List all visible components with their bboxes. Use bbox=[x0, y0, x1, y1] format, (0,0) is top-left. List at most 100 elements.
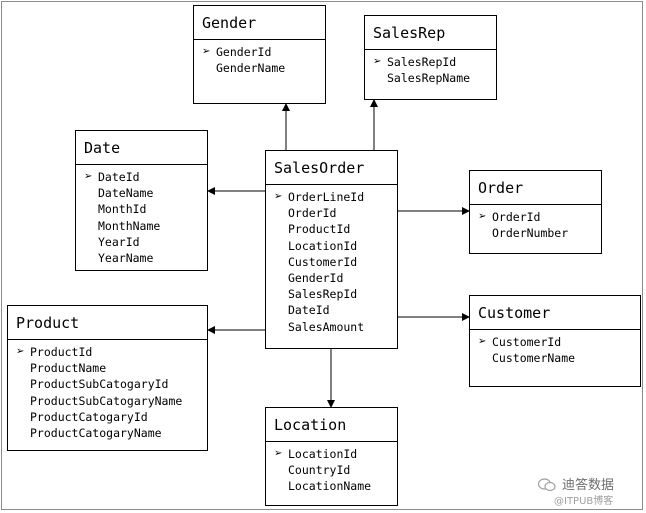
entity-salesorder-title: SalesOrder bbox=[266, 151, 397, 185]
field-name: ProductCatogaryName bbox=[30, 425, 162, 440]
primary-key-field: ➢ OrderId bbox=[470, 209, 601, 225]
wechat-icon bbox=[538, 478, 556, 492]
entity-location-title: Location bbox=[266, 408, 397, 442]
primary-key-arrow-icon: ➢ bbox=[478, 336, 487, 347]
entity-field: CustomerId bbox=[266, 254, 397, 270]
entity-date-title: Date bbox=[76, 131, 207, 165]
entity-field: SalesRepName bbox=[365, 70, 496, 86]
field-name: YearId bbox=[98, 234, 140, 249]
primary-key-arrow-icon: ➢ bbox=[274, 448, 283, 459]
entity-field: LocationId bbox=[266, 238, 397, 254]
field-name: MonthName bbox=[98, 218, 161, 233]
field-name: CustomerId bbox=[492, 335, 562, 349]
entity-field: SalesAmount bbox=[266, 319, 397, 335]
field-name: SalesAmount bbox=[288, 319, 365, 334]
entity-field: ProductSubCatogaryId bbox=[8, 376, 207, 392]
entity-field: OrderNumber bbox=[470, 225, 601, 241]
field-name: LocationId bbox=[288, 238, 358, 253]
entity-field: ProductSubCatogaryName bbox=[8, 393, 207, 409]
field-name: OrderId bbox=[288, 206, 337, 221]
entity-field: CountryId bbox=[266, 462, 397, 478]
entity-field: LocationName bbox=[266, 478, 397, 494]
watermark-name: 迪答数据 bbox=[562, 478, 615, 493]
entity-field: GenderId bbox=[266, 270, 397, 286]
entity-salesrep-title: SalesRep bbox=[365, 16, 496, 50]
primary-key-field: ➢ CustomerId bbox=[470, 334, 640, 350]
field-name: GenderId bbox=[216, 45, 272, 59]
entity-gender-title: Gender bbox=[194, 6, 325, 40]
field-name: ProductId bbox=[30, 345, 93, 359]
entity-field: OrderId bbox=[266, 205, 397, 221]
entity-field: ProductCatogaryName bbox=[8, 425, 207, 441]
primary-key-field: ➢ ProductId bbox=[8, 344, 207, 360]
primary-key-arrow-icon: ➢ bbox=[478, 211, 487, 222]
field-name: MonthId bbox=[98, 202, 147, 217]
field-name: ProductSubCatogaryId bbox=[30, 377, 169, 392]
field-name: YearName bbox=[98, 250, 154, 265]
primary-key-field: ➢ SalesRepId bbox=[365, 54, 496, 70]
watermark-source: @ITPUB博客 bbox=[554, 496, 614, 507]
entity-product-title: Product bbox=[8, 306, 207, 340]
field-name: CustomerName bbox=[492, 351, 576, 366]
entity-customer-title: Customer bbox=[470, 296, 640, 330]
primary-key-arrow-icon: ➢ bbox=[202, 46, 211, 57]
entity-field: SalesRepId bbox=[266, 286, 397, 302]
entity-field: MonthName bbox=[76, 218, 207, 234]
field-name: OrderNumber bbox=[492, 226, 569, 241]
entity-field: ProductName bbox=[8, 360, 207, 376]
field-name: SalesRepName bbox=[387, 71, 471, 86]
field-name: SalesRepId bbox=[387, 55, 457, 69]
field-name: ProductSubCatogaryName bbox=[30, 393, 183, 408]
field-name: CustomerId bbox=[288, 254, 358, 269]
field-name: DateId bbox=[288, 303, 330, 318]
primary-key-arrow-icon: ➢ bbox=[274, 191, 283, 202]
primary-key-field: ➢ DateId bbox=[76, 169, 207, 185]
primary-key-field: ➢ GenderId bbox=[194, 44, 325, 60]
entity-field: ProductId bbox=[266, 221, 397, 237]
field-name: DateName bbox=[98, 186, 154, 201]
primary-key-arrow-icon: ➢ bbox=[16, 346, 25, 357]
field-name: OrderLineId bbox=[288, 190, 365, 204]
entity-field: DateId bbox=[266, 302, 397, 318]
field-name: OrderId bbox=[492, 210, 541, 224]
entity-field: DateName bbox=[76, 185, 207, 201]
watermark: 迪答数据 @ITPUB博客 bbox=[538, 474, 642, 507]
entity-field: ProductCatogaryId bbox=[8, 409, 207, 425]
entity-field: GenderName bbox=[194, 60, 325, 76]
primary-key-field: ➢ LocationId bbox=[266, 446, 397, 462]
field-name: ProductId bbox=[288, 222, 351, 237]
field-name: LocationId bbox=[288, 447, 358, 461]
field-name: CountryId bbox=[288, 463, 351, 478]
field-name: ProductCatogaryId bbox=[30, 409, 148, 424]
field-name: SalesRepId bbox=[288, 287, 358, 302]
field-name: DateId bbox=[98, 170, 140, 184]
primary-key-arrow-icon: ➢ bbox=[84, 171, 93, 182]
field-name: GenderId bbox=[288, 270, 344, 285]
field-name: GenderName bbox=[216, 61, 286, 76]
entity-field: MonthId bbox=[76, 201, 207, 217]
primary-key-field: ➢ OrderLineId bbox=[266, 189, 397, 205]
entity-field: YearId bbox=[76, 234, 207, 250]
entity-field: YearName bbox=[76, 250, 207, 266]
primary-key-arrow-icon: ➢ bbox=[373, 56, 382, 67]
entity-field: CustomerName bbox=[470, 350, 640, 366]
entity-order-title: Order bbox=[470, 171, 601, 205]
